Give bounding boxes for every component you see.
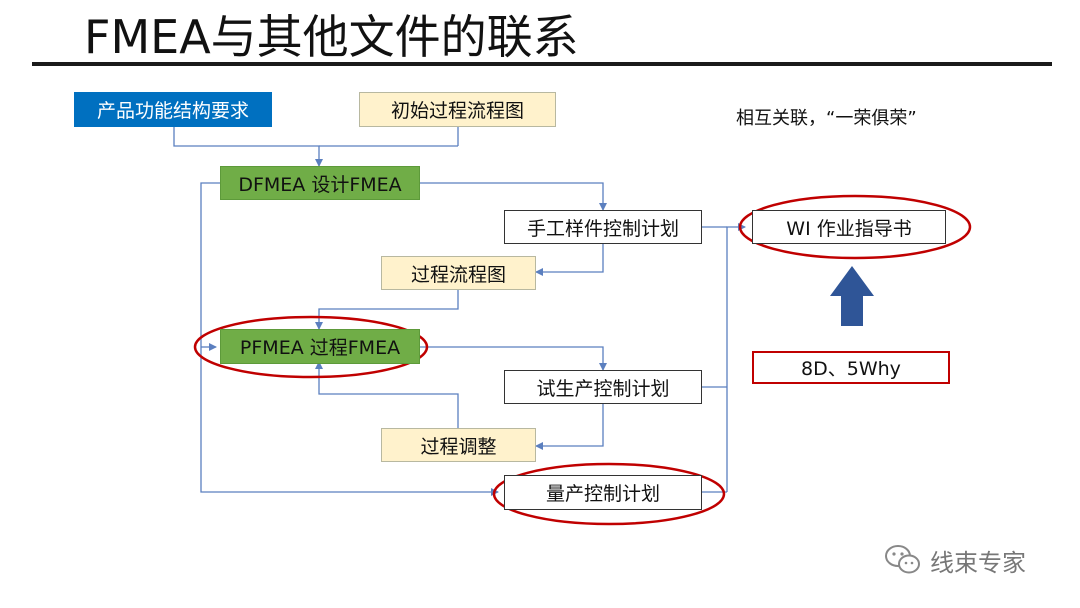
box-process-adjustment: 过程调整: [381, 428, 536, 462]
connector-flow-to-pfmea: [315, 290, 459, 330]
page-title: FMEA与其他文件的联系: [84, 10, 579, 64]
connector-dfmea-to-sample: [420, 182, 607, 211]
watermark: 线束专家: [884, 540, 1026, 580]
wechat-icon: [885, 545, 920, 574]
box-trial-production-control-plan: 试生产控制计划: [504, 370, 702, 404]
highlight-ellipse-wi: [738, 194, 972, 260]
watermark-text: 线束专家: [930, 548, 1026, 577]
box-pfmea: PFMEA 过程FMEA: [220, 329, 420, 364]
connector-req-to-dfmea: [173, 127, 323, 167]
connector-pfmea-to-trial: [420, 346, 607, 371]
box-work-instruction: WI 作业指导书: [752, 210, 946, 244]
relation-note: 相互关联，“一荣俱荣”: [736, 108, 917, 129]
connector-trial-to-adjust: [535, 404, 604, 450]
title-divider: [32, 62, 1052, 66]
connector-sample-to-flow: [535, 244, 604, 276]
box-mass-production-control-plan: 量产控制计划: [504, 475, 702, 510]
up-arrow: [830, 266, 874, 326]
box-product-requirements: 产品功能结构要求: [74, 92, 272, 127]
connector-adjust-to-pfmea: [315, 361, 459, 428]
box-manual-sample-control-plan: 手工样件控制计划: [504, 210, 702, 244]
highlight-ellipse-mass-plan: [492, 462, 726, 526]
box-dfmea: DFMEA 设计FMEA: [220, 166, 420, 200]
box-process-flow: 过程流程图: [381, 256, 536, 290]
connector-right-bus: [726, 223, 746, 492]
box-initial-process-flow: 初始过程流程图: [359, 92, 556, 127]
highlight-ellipse-pfmea: [193, 315, 429, 379]
box-8d-5why: 8D、5Why: [752, 351, 950, 384]
